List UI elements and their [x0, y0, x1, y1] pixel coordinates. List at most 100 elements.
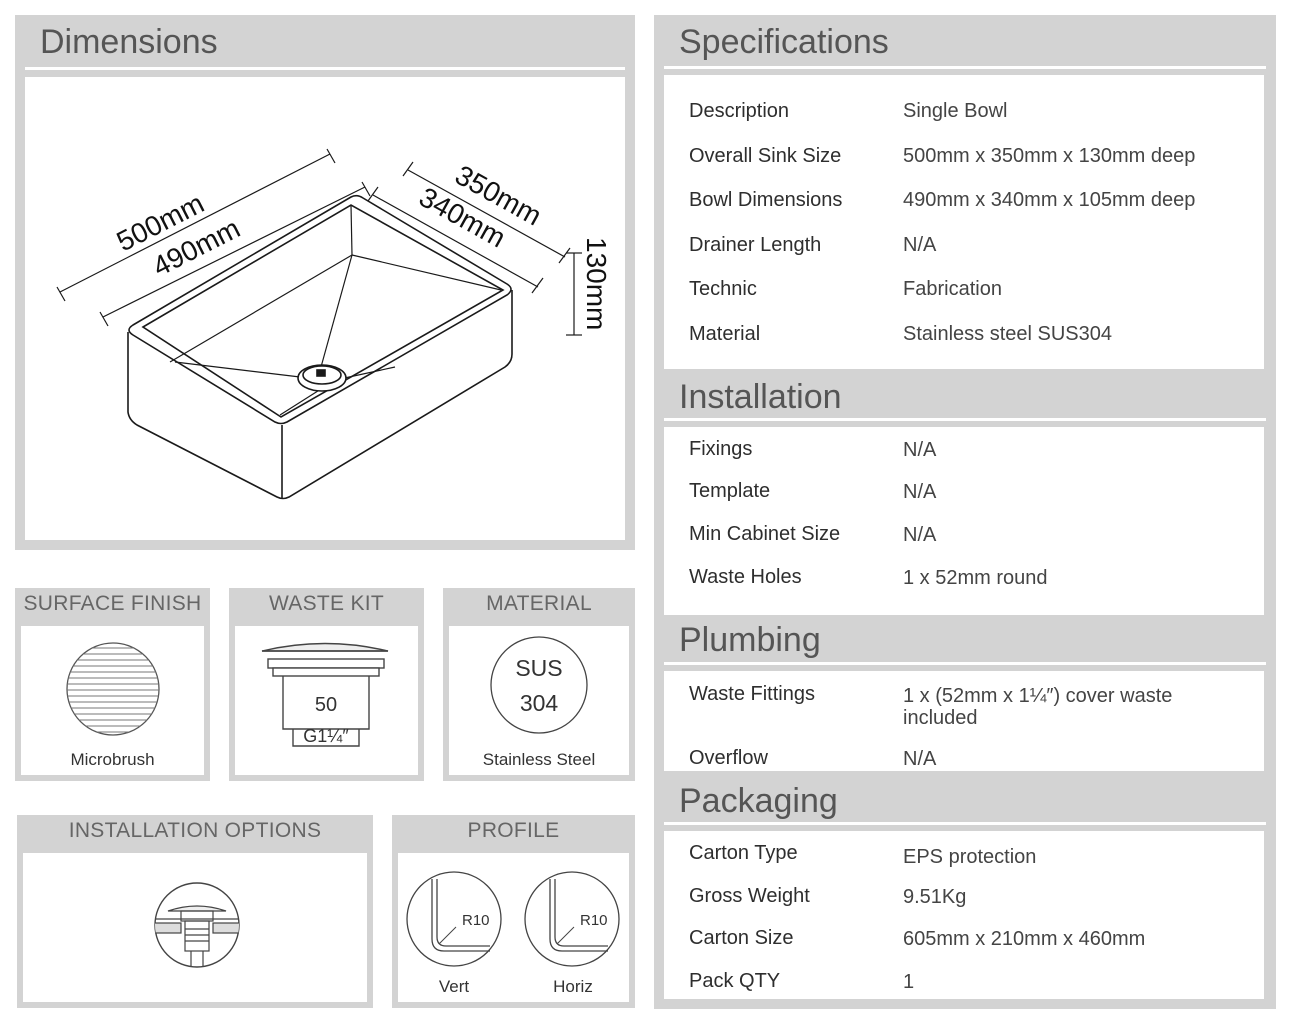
dimensions-panel: Dimensions	[15, 15, 635, 550]
length-outer-line	[59, 153, 331, 293]
spec-value: N/A	[903, 234, 937, 256]
length-inner-line	[102, 186, 366, 318]
surface-finish-label: Microbrush	[70, 750, 155, 769]
packaging-label: Carton Type	[689, 842, 798, 864]
plumbing-label: Waste Fittings	[689, 683, 815, 705]
drain-icon	[297, 364, 347, 392]
installation-label: Min Cabinet Size	[689, 523, 841, 545]
inside-back-corner	[350, 204, 353, 256]
installation-label: Waste Holes	[689, 566, 802, 588]
plumbing-title: Plumbing	[679, 621, 821, 659]
material-title: MATERIAL	[486, 592, 592, 615]
installation-options-box: INSTALLATION OPTIONS	[17, 815, 373, 1008]
surface-finish-title: SURFACE FINISH	[23, 592, 202, 615]
plumbing-label: Overflow	[689, 747, 768, 769]
plumbing-table: Waste Fittings 1 x (52mm x 1¼″) cover wa…	[664, 671, 1264, 771]
spec-value: 490mm x 340mm x 105mm deep	[903, 189, 1196, 211]
material-label: Stainless Steel	[482, 750, 596, 769]
tick	[367, 186, 379, 202]
crease-left	[174, 361, 301, 378]
tick	[99, 311, 109, 327]
spec-label: Overall Sink Size	[689, 145, 842, 167]
installation-table: Fixings N/A Template N/A Min Cabinet Siz…	[664, 427, 1264, 615]
width-inner-line	[372, 194, 539, 288]
packaging-value: EPS protection	[903, 846, 1037, 868]
material-badge-icon: SUS 304	[490, 636, 588, 734]
installation-value: N/A	[903, 481, 937, 503]
packaging-label: Gross Weight	[689, 885, 810, 907]
inside-right-edge	[351, 254, 502, 291]
plumbing-value: 1 x (52mm x 1¼″) cover waste included	[903, 685, 1173, 729]
packaging-value: 605mm x 210mm x 460mm	[903, 928, 1146, 950]
tick	[326, 148, 336, 164]
packaging-table: Carton Type EPS protection Gross Weight …	[664, 831, 1264, 999]
spec-label: Technic	[689, 278, 757, 300]
installation-options-body	[23, 853, 367, 1002]
material-box: MATERIAL SUS 304 Stainless Steel	[443, 588, 635, 781]
dimensions-title: Dimensions	[40, 23, 218, 61]
spec-value: Stainless steel SUS304	[903, 323, 1113, 345]
installation-value: 1 x 52mm round	[903, 567, 1048, 589]
height-label: 130mm	[581, 237, 612, 330]
sink-rim-inner	[141, 204, 505, 418]
inside-left-edge	[169, 254, 353, 363]
waste-kit-title: WASTE KIT	[268, 592, 385, 615]
profile-icons: R10 R10	[406, 871, 620, 967]
material-grade-top: SUS	[515, 655, 562, 681]
spec-label: Material	[689, 323, 761, 345]
waste-kit-body: 50 G1¼″	[235, 626, 418, 775]
packaging-label: Carton Size	[689, 927, 794, 949]
crease-front	[279, 388, 322, 416]
spec-value: 500mm x 350mm x 130mm deep	[903, 145, 1196, 167]
packaging-title: Packaging	[679, 782, 838, 820]
section-divider	[664, 66, 1266, 69]
installation-value: N/A	[903, 524, 937, 546]
material-body: SUS 304 Stainless Steel	[449, 626, 629, 775]
tick	[402, 161, 414, 177]
profile-vert-label: Vert	[438, 977, 470, 996]
specifications-table: Description Single Bowl Overall Sink Siz…	[664, 75, 1264, 369]
section-divider	[664, 418, 1266, 421]
dimensions-drawing-area: 500mm 490mm 350mm 340mm 130mm	[25, 77, 625, 540]
packaging-value: 1	[903, 971, 915, 993]
profile-box: PROFILE R10 R10 Vert Horiz	[392, 815, 635, 1008]
specifications-panel: Specifications Description Single Bowl O…	[654, 15, 1276, 1009]
sink-rim-outer	[128, 194, 512, 425]
crease-right	[339, 366, 396, 380]
spec-value: Fabrication	[903, 278, 1002, 300]
tick	[531, 277, 544, 294]
installation-label: Fixings	[689, 438, 753, 460]
surface-finish-box: SURFACE FINISH Microbrush	[15, 588, 210, 781]
installation-value: N/A	[903, 439, 937, 461]
profile-horiz-label: Horiz	[553, 977, 593, 996]
surface-finish-body: Microbrush	[21, 626, 204, 775]
countertop-install-icon	[154, 882, 240, 968]
sink-dimension-drawing: 500mm 490mm 350mm 340mm 130mm	[56, 148, 612, 500]
drain-center	[316, 369, 326, 377]
microbrush-icon	[66, 642, 160, 736]
plumbing-value: N/A	[903, 748, 937, 770]
waste-kit-box: WASTE KIT 50 G1¼″	[229, 588, 424, 781]
installation-label: Template	[689, 480, 771, 502]
spec-value: Single Bowl	[903, 100, 1008, 122]
spec-label: Bowl Dimensions	[689, 189, 843, 211]
waste-kit-icon: 50 G1¼″	[261, 642, 389, 747]
section-divider	[664, 662, 1266, 665]
profile-body: R10 R10 Vert Horiz	[398, 853, 629, 1002]
spec-label: Drainer Length	[689, 234, 822, 256]
packaging-value: 9.51Kg	[903, 886, 967, 908]
profile-title: PROFILE	[467, 819, 560, 842]
spec-label: Description	[689, 100, 790, 122]
section-divider	[664, 822, 1266, 825]
specifications-title: Specifications	[679, 23, 889, 61]
width-outer-line	[407, 169, 566, 258]
tick	[56, 286, 66, 302]
profile-vert-icon: R10	[406, 871, 502, 967]
drain-cap	[302, 365, 342, 385]
crease-back	[320, 254, 353, 368]
waste-thread-label: G1¼″	[303, 726, 349, 746]
tick	[558, 247, 571, 264]
material-grade-bottom: 304	[520, 690, 559, 716]
profile-horiz-icon: R10	[524, 871, 620, 967]
profile-horiz-radius: R10	[580, 912, 608, 929]
